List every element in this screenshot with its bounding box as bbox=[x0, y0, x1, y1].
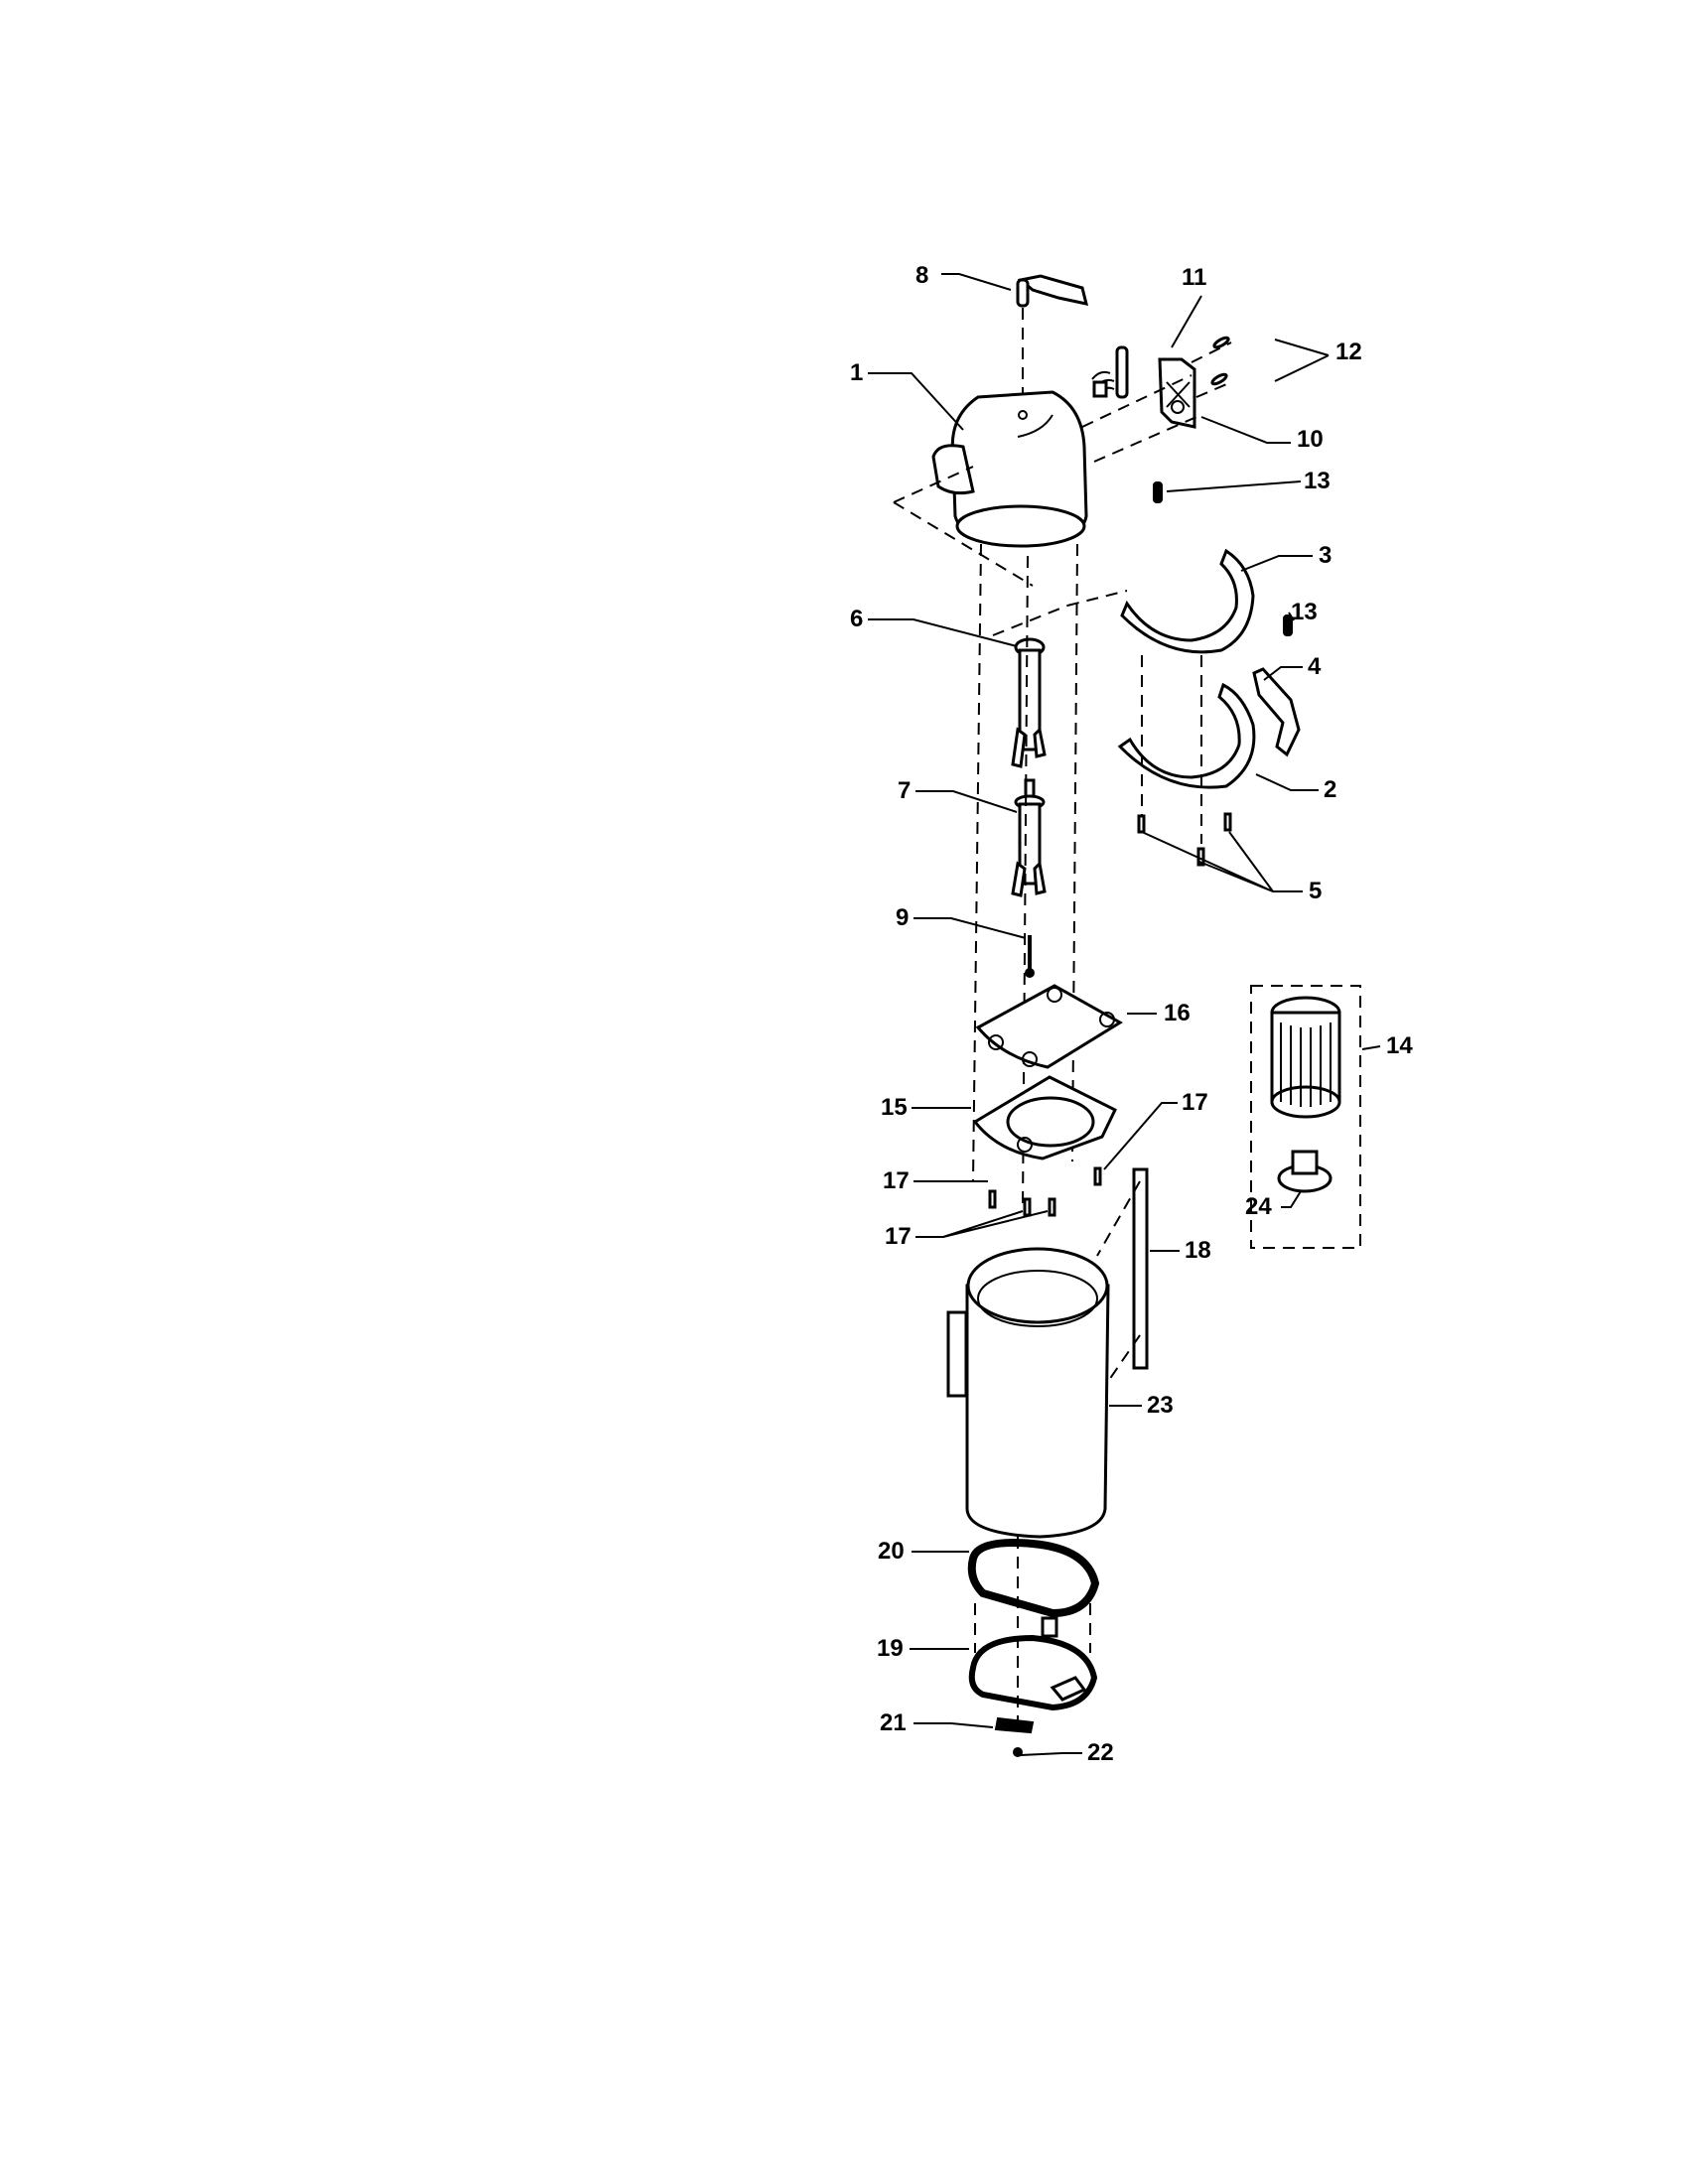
label-23: 23 bbox=[1147, 1392, 1174, 1419]
part-3-upper-bracket bbox=[1120, 548, 1255, 654]
label-14: 14 bbox=[1386, 1032, 1413, 1059]
label-20: 20 bbox=[878, 1538, 905, 1565]
label-22: 22 bbox=[1087, 1739, 1114, 1766]
part-13-spring-top bbox=[1153, 481, 1163, 503]
label-21: 21 bbox=[880, 1709, 907, 1736]
label-17-bottom: 17 bbox=[885, 1223, 912, 1250]
leader-lines bbox=[868, 273, 1381, 1756]
part-17-screws bbox=[988, 1166, 1102, 1217]
label-4: 4 bbox=[1308, 653, 1322, 680]
part-16-gasket bbox=[975, 984, 1123, 1069]
label-3: 3 bbox=[1319, 542, 1333, 569]
part-10-latch-housing bbox=[1158, 357, 1196, 429]
label-2: 2 bbox=[1324, 776, 1337, 803]
part-23-dirt-cup bbox=[946, 1247, 1110, 1539]
part-21-clip bbox=[994, 1716, 1035, 1734]
part-11-spring-pin bbox=[1091, 345, 1129, 399]
part-20-bottom-seal bbox=[967, 1539, 1100, 1618]
label-11: 11 bbox=[1182, 264, 1207, 291]
label-18: 18 bbox=[1185, 1237, 1211, 1264]
part-19-bottom-door bbox=[968, 1616, 1098, 1711]
label-19: 19 bbox=[877, 1635, 904, 1662]
part-13-spring-right bbox=[1283, 614, 1293, 636]
part-7-shaft bbox=[1011, 778, 1047, 897]
label-13-top: 13 bbox=[1304, 468, 1331, 494]
label-17-right: 17 bbox=[1182, 1089, 1208, 1116]
label-10: 10 bbox=[1297, 426, 1324, 453]
label-8: 8 bbox=[915, 262, 929, 289]
label-5: 5 bbox=[1309, 878, 1323, 904]
part-5-screws bbox=[1137, 812, 1232, 867]
label-1: 1 bbox=[850, 359, 864, 386]
part-12-screws bbox=[1191, 336, 1232, 398]
part-24-filter-cap bbox=[1277, 1150, 1333, 1193]
label-15: 15 bbox=[881, 1094, 908, 1121]
part-4-latch bbox=[1252, 667, 1301, 757]
label-17-left: 17 bbox=[883, 1167, 910, 1194]
part-14-filter-assembly bbox=[1250, 985, 1361, 1249]
part-2-lower-bracket bbox=[1117, 655, 1256, 844]
part-18-side-rail bbox=[1096, 1167, 1149, 1384]
part-22-screw bbox=[1013, 1747, 1023, 1757]
part-9-pin bbox=[1025, 935, 1035, 978]
label-6: 6 bbox=[850, 606, 864, 632]
label-24: 24 bbox=[1245, 1193, 1272, 1220]
part-15-filter-seat bbox=[972, 1075, 1117, 1160]
label-12: 12 bbox=[1335, 339, 1362, 365]
part-6-shaft bbox=[1011, 637, 1047, 768]
label-13-right: 13 bbox=[1291, 599, 1318, 625]
part-1-top-housing bbox=[893, 374, 1197, 636]
label-9: 9 bbox=[896, 904, 910, 931]
label-16: 16 bbox=[1164, 1000, 1191, 1026]
label-7: 7 bbox=[898, 777, 912, 804]
